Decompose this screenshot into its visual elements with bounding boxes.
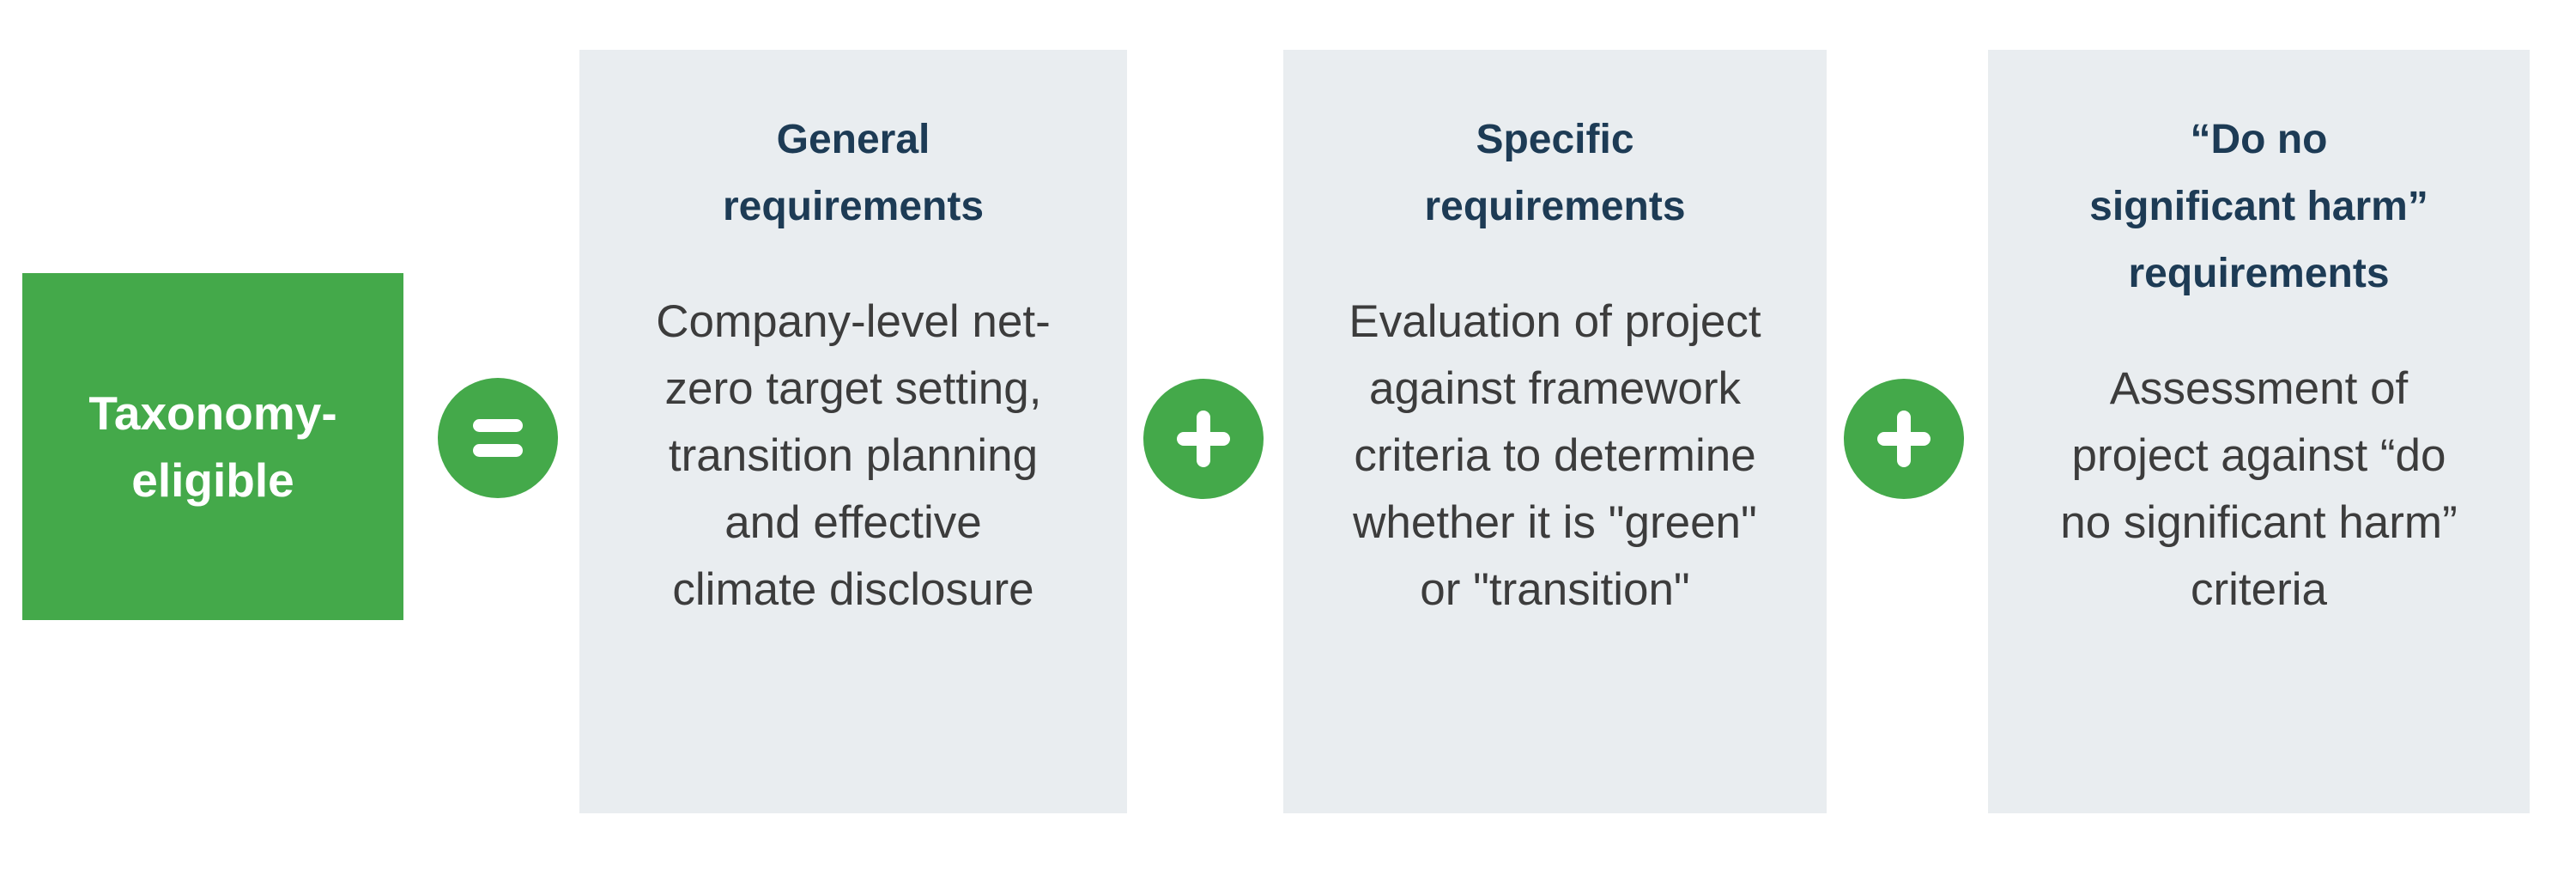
plus-bar-vertical [1897,411,1911,467]
general-requirements-card: General requirements Company-level net- … [579,50,1127,813]
equals-bar-bottom [473,444,523,457]
general-requirements-description: Company-level net- zero target setting, … [656,296,1051,615]
taxonomy-eligible-box: Taxonomy- eligible [22,273,403,620]
specific-requirements-card: Specific requirements Evaluation of proj… [1283,50,1827,813]
dnsh-requirements-heading: “Do no significant harm” requirements [2089,117,2428,296]
plus-icon [1844,379,1964,499]
equals-icon [438,378,558,498]
dnsh-requirements-description: Assessment of project against “do no sig… [2060,363,2458,615]
specific-requirements-description: Evaluation of project against framework … [1349,296,1761,615]
plus-bar-vertical [1197,411,1210,467]
taxonomy-eligible-label: Taxonomy- eligible [88,386,337,507]
plus-icon [1143,379,1264,499]
specific-requirements-heading: Specific requirements [1424,117,1686,229]
dnsh-requirements-card: “Do no significant harm” requirements As… [1988,50,2530,813]
equals-bar-top [473,419,523,432]
general-requirements-heading: General requirements [722,117,985,229]
